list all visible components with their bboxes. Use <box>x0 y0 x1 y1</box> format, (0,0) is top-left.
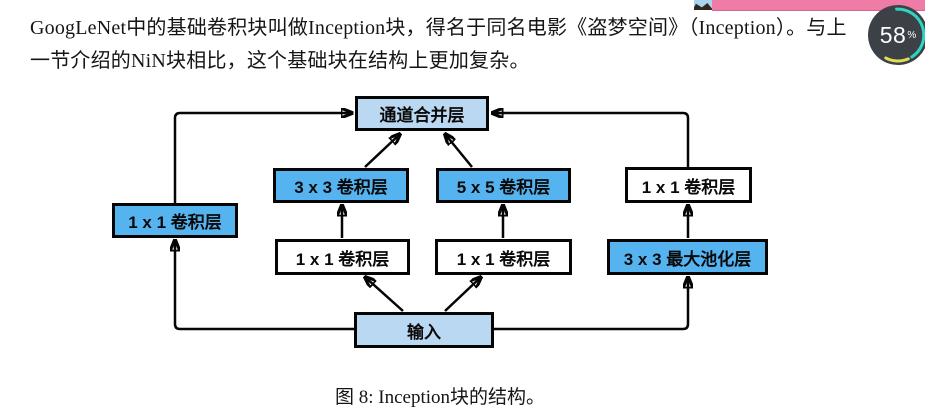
progress-label: 58 % <box>863 0 925 70</box>
edge-input-to-conv1left <box>175 240 354 331</box>
node-label: 3 x 3 最大池化层 <box>623 249 752 269</box>
node-label: 1 x 1 卷积层 <box>295 249 390 269</box>
progress-ring-icon <box>868 5 925 65</box>
page-thumbnail-image[interactable] <box>694 0 712 10</box>
progress-arc-teal <box>895 7 925 59</box>
progress-value: 58 <box>879 21 907 48</box>
edge-input-to-conv1mid1 <box>365 277 404 312</box>
node-channel-merge-layer: 通道合并层 <box>355 96 489 131</box>
paragraph-line-2: 一节介绍的NiN块相比，这个基础块在结构上更加复杂。 <box>30 50 530 72</box>
node-label: 输入 <box>407 322 441 342</box>
body-paragraph: GoogLeNet中的基础卷积块叫做Inception块，得名于同名电影《盗梦空… <box>30 12 890 78</box>
figure-caption: 图 8: Inception块的结构。 <box>334 387 546 408</box>
edge-conv1left-to-merge <box>173 113 352 203</box>
node-label: 1 x 1 卷积层 <box>641 177 736 197</box>
node-label: 1 x 1 卷积层 <box>128 213 222 232</box>
node-conv1x1-mid-right-layer: 1 x 1 卷积层 <box>435 239 572 275</box>
node-conv5x5-layer: 5 x 5 卷积层 <box>436 168 571 203</box>
edge-conv5-to-merge <box>445 134 473 168</box>
node-label: 1 x 1 卷积层 <box>456 249 551 269</box>
edge-input-to-maxpool <box>494 277 688 331</box>
progress-unit: % <box>907 29 917 41</box>
node-conv1x1-left-layer: 1 x 1 卷积层 <box>112 203 238 238</box>
node-conv1x1-mid-left-layer: 1 x 1 卷积层 <box>275 239 410 275</box>
paragraph-line-1: GoogLeNet中的基础卷积块叫做Inception块，得名于同名电影《盗梦空… <box>30 17 847 39</box>
node-input: 输入 <box>354 312 494 348</box>
node-maxpool3x3-layer: 3 x 3 最大池化层 <box>607 239 768 275</box>
node-conv3x3-layer: 3 x 3 卷积层 <box>273 168 409 203</box>
node-label: 3 x 3 卷积层 <box>294 178 388 197</box>
progress-circle-background <box>868 5 925 65</box>
node-label: 通道合并层 <box>379 106 465 125</box>
progress-arc-yellow <box>884 56 910 63</box>
highlight-banner-bar[interactable] <box>712 0 925 11</box>
node-conv1x1-right-layer: 1 x 1 卷积层 <box>625 167 752 203</box>
reading-progress-widget[interactable]: 58 % <box>863 0 925 70</box>
edge-conv1right-to-merge <box>492 113 690 167</box>
edge-input-to-conv1mid2 <box>444 277 481 312</box>
edge-conv3-to-merge <box>364 134 400 168</box>
node-label: 5 x 5 卷积层 <box>456 178 551 197</box>
